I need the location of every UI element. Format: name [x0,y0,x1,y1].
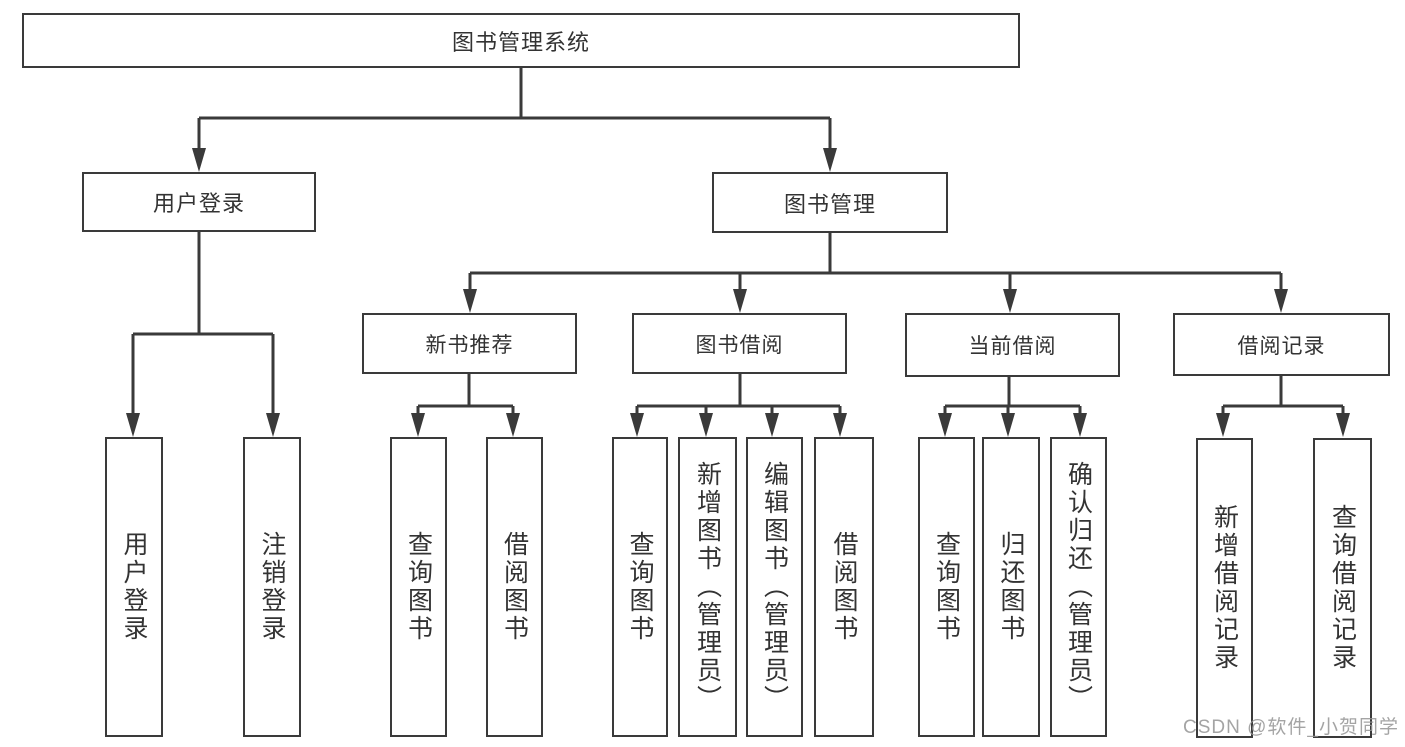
leaf-query-books-recommend: 查询图书 [390,437,447,737]
leaf-borrow-books: 借阅图书 [814,437,874,737]
leaf-edit-books-admin: 编辑图书（管理员） [746,437,803,737]
node-new-book-recommend: 新书推荐 [362,313,577,374]
leaf-user-login: 用户登录 [105,437,163,737]
node-library-system: 图书管理系统 [22,13,1020,68]
leaf-query-books-borrowing: 查询图书 [612,437,668,737]
node-current-borrowing: 当前借阅 [905,313,1120,377]
leaf-confirm-return-admin: 确认归还（管理员） [1050,437,1107,737]
leaf-add-borrow-record: 新增借阅记录 [1196,438,1253,738]
leaf-add-books-admin: 新增图书（管理员） [678,437,737,737]
arrowheads [126,148,1350,437]
node-user-login: 用户登录 [82,172,316,232]
node-borrowing-records: 借阅记录 [1173,313,1390,376]
leaf-logout: 注销登录 [243,437,301,737]
node-book-management: 图书管理 [712,172,948,233]
node-book-borrowing: 图书借阅 [632,313,847,374]
csdn-watermark: CSDN @软件_小贺同学 [1183,717,1399,738]
leaf-query-books-current: 查询图书 [918,437,975,737]
leaf-query-borrow-record: 查询借阅记录 [1313,438,1372,738]
leaf-borrow-books-recommend: 借阅图书 [486,437,543,737]
leaf-return-books: 归还图书 [982,437,1040,737]
